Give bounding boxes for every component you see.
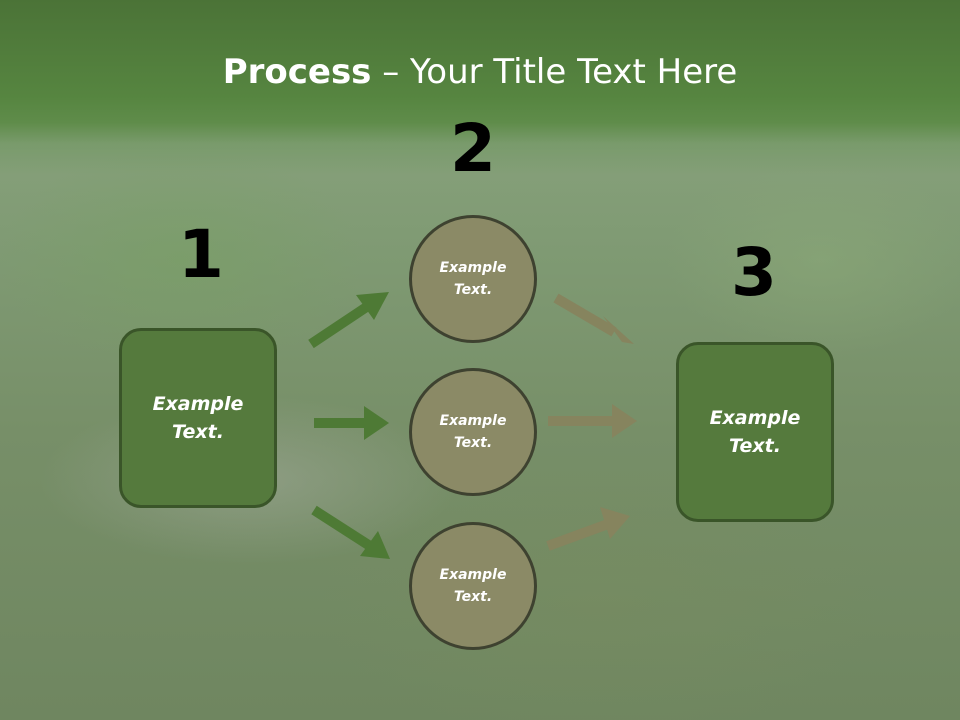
arrow-2-middle-to-3 — [548, 404, 637, 438]
header-band — [0, 0, 960, 175]
arrow-2-top-to-3 — [553, 293, 634, 344]
step-3-box: Example Text. — [676, 342, 834, 522]
arrow-1-to-2-bottom — [311, 505, 390, 559]
step-1-label: Example Text. — [152, 392, 244, 444]
arrow-1-to-2-top — [308, 292, 389, 349]
step-2-label-middle: Example Text. — [439, 412, 507, 451]
arrow-2-bottom-to-3 — [546, 507, 630, 551]
step-2-number: 2 — [450, 110, 496, 187]
step-1-box: Example Text. — [119, 328, 277, 508]
step-2-label-bottom: Example Text. — [439, 566, 507, 605]
step-3-label: Example Text. — [709, 406, 801, 458]
step-3-number: 3 — [731, 234, 777, 311]
step-2-circle-middle: Example Text. — [409, 368, 537, 496]
step-2-circle-bottom: Example Text. — [409, 522, 537, 650]
arrow-1-to-2-middle — [314, 406, 389, 440]
title-rest: – Your Title Text Here — [371, 52, 738, 92]
step-1-number: 1 — [178, 216, 224, 293]
title-bold: Process — [222, 52, 372, 92]
step-2-label-top: Example Text. — [439, 259, 507, 298]
step-2-circle-top: Example Text. — [409, 215, 537, 343]
slide-title: Process – Your Title Text Here — [0, 52, 960, 92]
